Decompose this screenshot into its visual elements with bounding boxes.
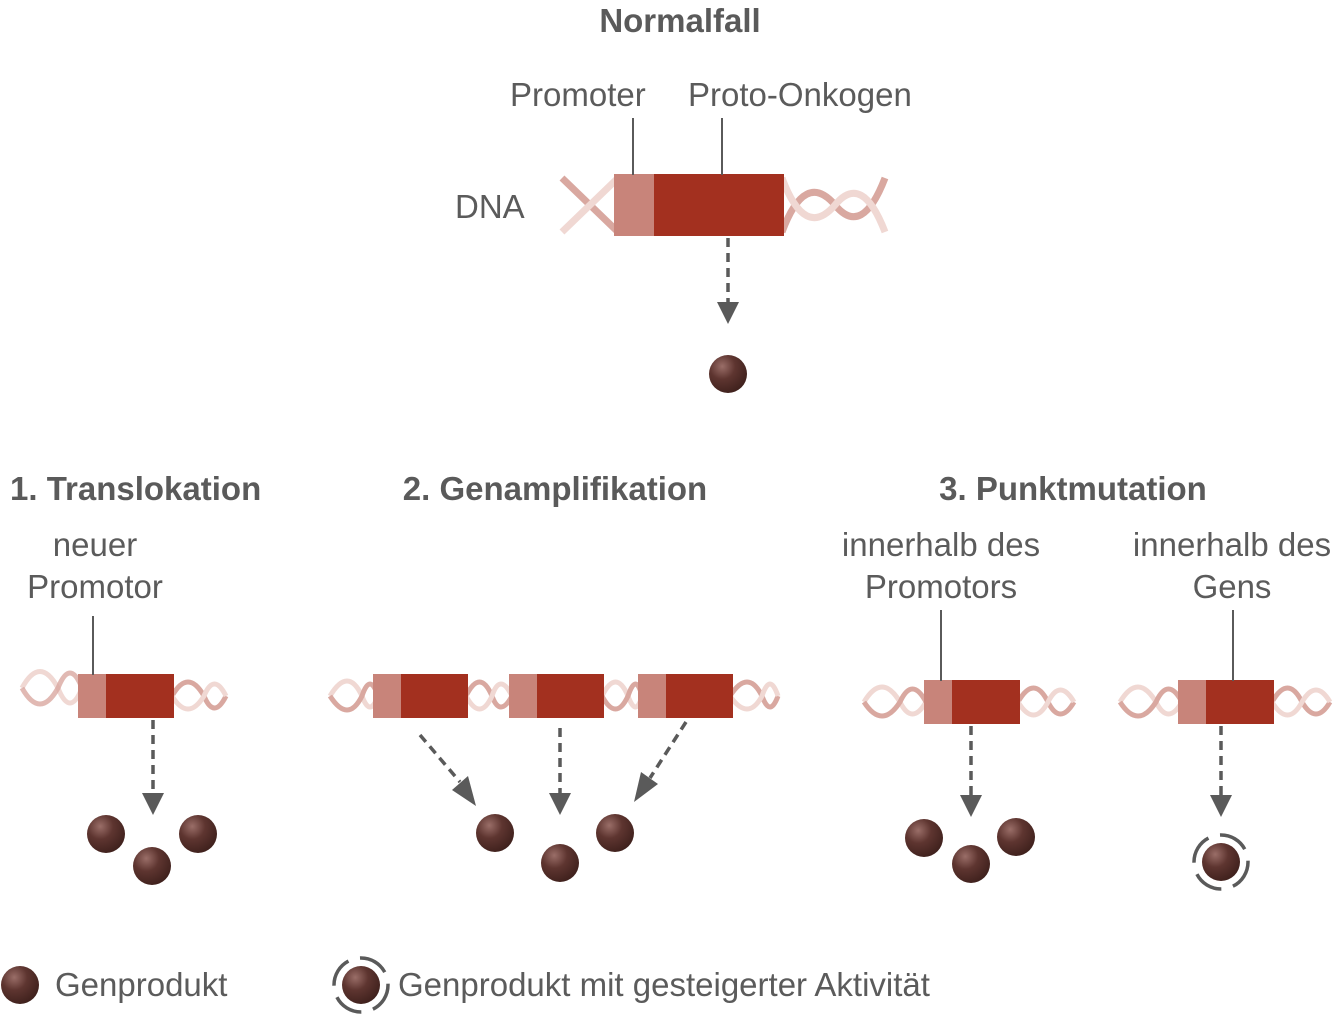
gene-segment	[537, 674, 604, 718]
new-promoter-label-line2: Promotor	[27, 568, 163, 605]
gene-product-bead	[87, 815, 125, 853]
gene-segment	[401, 674, 468, 718]
gene-segment	[106, 674, 174, 718]
promoter-segment	[78, 674, 108, 718]
normal-dna	[559, 118, 889, 393]
within-promoter-label-line1: innerhalb des	[841, 526, 1041, 563]
active-product-ring	[1192, 833, 1250, 891]
translocation-title: 1. Translokation	[10, 470, 262, 507]
legend-active-bead	[342, 966, 380, 1004]
promoter-segment	[924, 680, 954, 724]
gene-segment	[1206, 680, 1274, 724]
gene-segment	[654, 174, 784, 236]
promoter-segment	[373, 674, 403, 718]
dna-label: DNA	[455, 188, 525, 225]
normal-title: Normalfall	[599, 2, 761, 39]
expression-arrow-head	[1210, 795, 1232, 817]
gene-product-bead	[541, 844, 579, 882]
point-mutation-title: 3. Punktmutation	[939, 470, 1207, 507]
new-promoter-label-line1: neuer	[52, 526, 138, 563]
expression-arrow-head	[634, 772, 658, 802]
dna-helix-left	[559, 175, 621, 235]
expression-arrow-head	[142, 793, 164, 815]
active-gene-product-bead	[1202, 843, 1240, 881]
within-gene-label-line1: innerhalb des	[1132, 526, 1332, 563]
legend-product-bead	[1, 966, 39, 1004]
gene-product-bead	[952, 845, 990, 883]
amplification-dna	[327, 674, 781, 882]
legend-active-ring	[332, 956, 390, 1014]
promoter-segment	[1178, 680, 1208, 724]
gene-product-bead	[709, 355, 747, 393]
expression-arrow-head	[960, 795, 982, 817]
legend-product-label: Genprodukt	[55, 966, 228, 1003]
gene-product-bead	[905, 819, 943, 857]
promoter-segment	[614, 174, 656, 236]
expression-arrow-head	[549, 793, 571, 815]
gene-product-bead	[596, 814, 634, 852]
point-mutation-gene-dna	[1117, 610, 1333, 891]
gene-segment	[666, 674, 733, 718]
expression-arrow-head	[717, 302, 739, 324]
amplification-title: 2. Genamplifikation	[402, 470, 708, 507]
gene-product-bead	[476, 814, 514, 852]
expression-arrow-shaft	[648, 721, 688, 779]
expression-arrow-head	[452, 776, 476, 806]
point-mutation-promoter-dna	[861, 610, 1077, 883]
translocation-dna	[19, 616, 229, 885]
proto-oncogene-label: Proto-Onkogen	[688, 76, 912, 113]
legend-active-product-label: Genprodukt mit gesteigerter Aktivität	[398, 966, 930, 1003]
gene-product-bead	[179, 815, 217, 853]
promoter-segment	[638, 674, 668, 718]
promoter-segment	[509, 674, 539, 718]
expression-arrow-shaft	[418, 733, 462, 784]
within-gene-label-line2: Gens	[1192, 568, 1272, 605]
promoter-label: Promoter	[510, 76, 646, 113]
gene-product-bead	[997, 818, 1035, 856]
legend-symbols	[1, 956, 390, 1014]
gene-segment	[952, 680, 1020, 724]
gene-product-bead	[133, 847, 171, 885]
dna-helix-right	[778, 176, 889, 234]
within-promoter-label-line2: Promotors	[864, 568, 1018, 605]
